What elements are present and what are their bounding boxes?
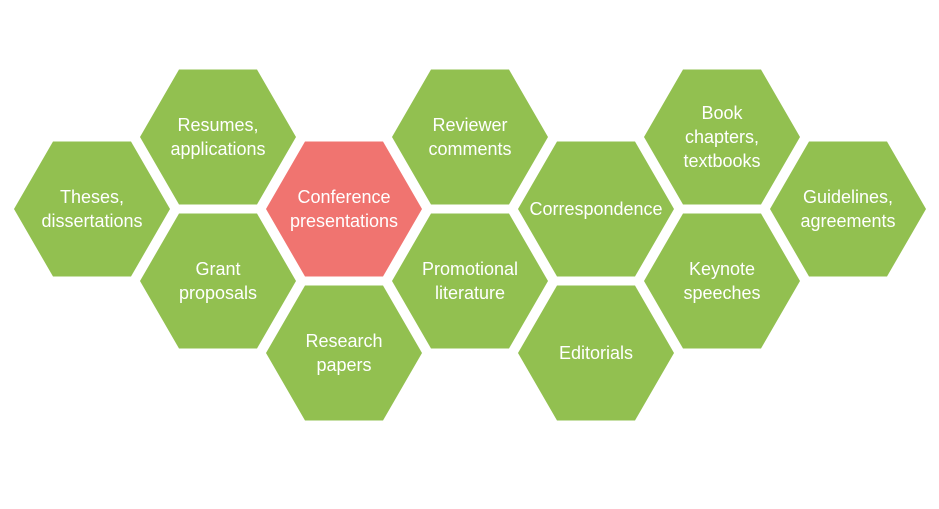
- hexagon-shape: [266, 285, 422, 421]
- hexagon-label-line: Promotional: [422, 259, 518, 279]
- hexagon-shape: [770, 141, 926, 277]
- hexagon-label-line: chapters,: [685, 127, 759, 147]
- hexagon-theses: Theses, dissertations: [14, 141, 170, 277]
- hexagon-label-line: Editorials: [559, 343, 633, 363]
- hexagon-label: Grant proposals: [179, 259, 257, 303]
- hexagon-label-line: Grant: [195, 259, 240, 279]
- hexagon-label: Conference presentations: [290, 187, 398, 231]
- hexagon-promotional: Promotional literature: [392, 213, 548, 349]
- hexagon-label-line: Reviewer: [432, 115, 507, 135]
- hexagon-label-line: Resumes,: [177, 115, 258, 135]
- hexagon-label: Theses, dissertations: [41, 187, 142, 231]
- hexagon-label-line: proposals: [179, 283, 257, 303]
- hexagon-correspondence: Correspondence: [518, 141, 674, 277]
- hexagon-editorials: Editorials: [518, 285, 674, 421]
- hexagon-label: Keynote speeches: [683, 259, 760, 303]
- hexagon-label: Editorials: [559, 343, 633, 363]
- hexagon-shape: [518, 285, 674, 421]
- hexagon-label: Book chapters, textbooks: [683, 103, 760, 171]
- hexagon-label-line: applications: [170, 139, 265, 159]
- hexagon-shape: [140, 213, 296, 349]
- hexagon-label: Research papers: [305, 331, 382, 375]
- hexagon-shape: [518, 141, 674, 277]
- hexagon-label-line: agreements: [800, 211, 895, 231]
- hexagon-shape: [14, 141, 170, 277]
- hexagon-label-line: Theses,: [60, 187, 124, 207]
- hexagon-label: Guidelines, agreements: [800, 187, 895, 231]
- hexagon-label: Correspondence: [529, 199, 662, 219]
- hexagon-shape: [140, 69, 296, 205]
- hexagon-grant: Grant proposals: [140, 213, 296, 349]
- hexagon-label-line: dissertations: [41, 211, 142, 231]
- hexagon-label-line: Keynote: [689, 259, 755, 279]
- hexagon-label-line: Correspondence: [529, 199, 662, 219]
- hexagon-shape: [644, 69, 800, 205]
- hexagon-shape: [266, 141, 422, 277]
- hexagon-research: Research papers: [266, 285, 422, 421]
- hexagon-keynote: Keynote speeches: [644, 213, 800, 349]
- hexagon-label-line: literature: [435, 283, 505, 303]
- hexagon-label: Resumes, applications: [170, 115, 265, 159]
- hexagon-group: Theses, dissertations Resumes, applications…: [14, 69, 926, 421]
- hexagon-label-line: papers: [316, 355, 371, 375]
- hexagon-label-line: presentations: [290, 211, 398, 231]
- hexagon-book: Book chapters, textbooks: [644, 69, 800, 205]
- hexagon-reviewer: Reviewer comments: [392, 69, 548, 205]
- hexagon-label-line: Book: [701, 103, 743, 123]
- hexagon-conference: Conference presentations: [266, 141, 422, 277]
- hexagon-shape: [392, 213, 548, 349]
- hexagon-guidelines: Guidelines, agreements: [770, 141, 926, 277]
- hexagon-shape: [644, 213, 800, 349]
- hexagon-label-line: Conference: [297, 187, 390, 207]
- hexagon-label-line: speeches: [683, 283, 760, 303]
- hexagon-label-line: textbooks: [683, 151, 760, 171]
- hexagon-label: Reviewer comments: [428, 115, 511, 159]
- hexagon-label-line: comments: [428, 139, 511, 159]
- hexagon-label-line: Research: [305, 331, 382, 351]
- hexagon-label: Promotional literature: [422, 259, 518, 303]
- hexagon-label-line: Guidelines,: [803, 187, 893, 207]
- hexagon-shape: [392, 69, 548, 205]
- hexagon-resumes: Resumes, applications: [140, 69, 296, 205]
